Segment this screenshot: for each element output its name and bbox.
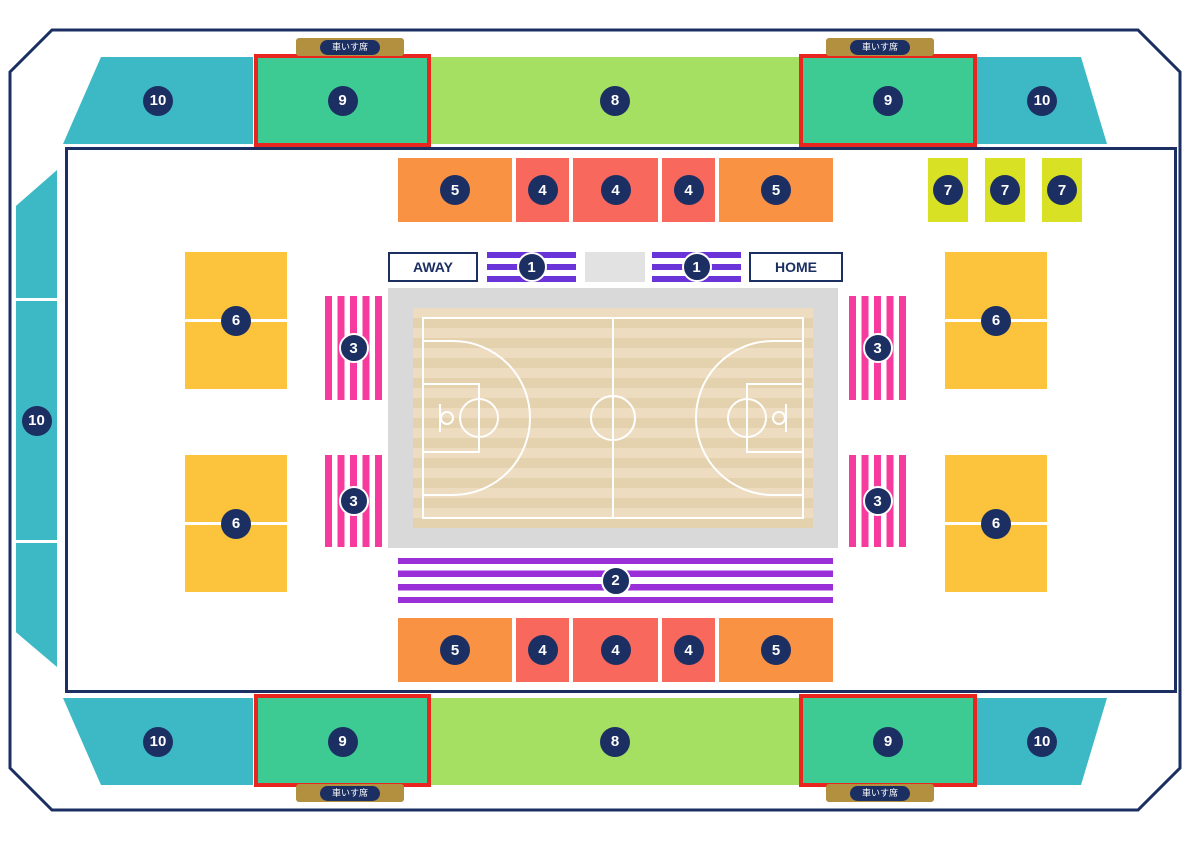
section-number-badge: 3	[862, 486, 893, 516]
section-6-left-lower[interactable]: 6	[185, 455, 287, 592]
section-3-right-lower[interactable]: 3	[849, 455, 906, 547]
section-number-badge: 10	[143, 85, 173, 116]
home-label-box: HOME	[749, 252, 843, 282]
section-number-badge: 10	[143, 726, 173, 757]
selected-section-highlight-top-right	[799, 54, 977, 147]
section-10-top-right[interactable]: 10	[977, 57, 1107, 144]
section-number-badge: 4	[527, 635, 558, 665]
section-10-left-middle[interactable]: 10	[16, 301, 57, 540]
section-9-bottom-right[interactable]: 9	[803, 698, 973, 785]
officials-table-block	[585, 252, 645, 282]
wheelchair-seat-label: 車いす席	[849, 39, 910, 55]
wheelchair-seat-badge-top-left[interactable]: 車いす席	[296, 38, 404, 56]
section-2[interactable]: 2	[398, 558, 833, 603]
section-9-top-left[interactable]: 9	[258, 57, 427, 144]
wheelchair-seat-label: 車いす席	[319, 785, 380, 801]
section-3-left-upper[interactable]: 3	[325, 296, 382, 400]
section-number-badge: 6	[221, 508, 251, 539]
section-number-badge: 4	[673, 175, 704, 205]
away-label-box: AWAY	[388, 252, 478, 282]
away-label: AWAY	[413, 259, 453, 275]
section-6-right-lower[interactable]: 6	[945, 455, 1047, 592]
selected-section-highlight-bottom-right	[799, 694, 977, 787]
section-number-badge: 5	[761, 175, 791, 205]
section-1-home-side[interactable]: 1	[652, 252, 741, 282]
wheelchair-seat-label: 車いす席	[849, 785, 910, 801]
section-number-badge: 8	[600, 85, 630, 116]
section-8-top[interactable]: 8	[431, 57, 799, 144]
section-number-badge: 9	[327, 85, 358, 116]
wheelchair-seat-badge-bottom-right[interactable]: 車いす席	[826, 784, 934, 802]
section-number-badge: 9	[327, 726, 358, 757]
section-4-lower-left[interactable]: 4	[516, 618, 569, 682]
section-number-badge: 9	[873, 85, 903, 116]
section-number-badge: 8	[600, 726, 630, 757]
section-number-badge: 3	[862, 333, 893, 363]
section-6-left-upper[interactable]: 6	[185, 252, 287, 389]
section-number-badge: 1	[681, 252, 712, 282]
section-number-badge: 3	[338, 486, 369, 516]
section-number-badge: 10	[1027, 726, 1057, 757]
section-7-block-2[interactable]: 7	[985, 158, 1025, 222]
wheelchair-seat-badge-top-right[interactable]: 車いす席	[826, 38, 934, 56]
section-5-lower-right[interactable]: 5	[719, 618, 833, 682]
section-number-badge: 7	[1047, 175, 1077, 205]
section-number-badge: 5	[440, 175, 470, 205]
section-number-badge: 10	[21, 405, 52, 436]
wheelchair-seat-badge-bottom-left[interactable]: 車いす席	[296, 784, 404, 802]
section-number-badge: 3	[338, 333, 369, 363]
section-4-upper-center[interactable]: 4	[573, 158, 658, 222]
section-number-badge: 6	[981, 305, 1011, 336]
section-number-badge: 4	[600, 635, 631, 665]
home-label: HOME	[775, 259, 817, 275]
basketball-court-lines	[422, 317, 804, 519]
section-number-badge: 1	[516, 252, 547, 282]
section-3-left-lower[interactable]: 3	[325, 455, 382, 547]
section-3-right-upper[interactable]: 3	[849, 296, 906, 400]
section-8-bottom[interactable]: 8	[431, 698, 799, 785]
section-4-upper-right[interactable]: 4	[662, 158, 715, 222]
wheelchair-seat-label: 車いす席	[319, 39, 380, 55]
selected-section-highlight-bottom-left	[254, 694, 431, 787]
section-number-badge: 6	[221, 305, 251, 336]
section-5-upper-left[interactable]: 5	[398, 158, 512, 222]
section-number-badge: 9	[873, 726, 903, 757]
section-number-badge: 7	[990, 175, 1020, 205]
section-4-lower-center[interactable]: 4	[573, 618, 658, 682]
section-number-badge: 4	[600, 175, 631, 205]
section-number-badge: 5	[761, 635, 791, 665]
section-number-badge: 4	[527, 175, 558, 205]
section-5-upper-right[interactable]: 5	[719, 158, 833, 222]
section-number-badge: 10	[1027, 85, 1057, 116]
section-5-lower-left[interactable]: 5	[398, 618, 512, 682]
section-10-bottom-right[interactable]: 10	[977, 698, 1107, 785]
section-number-badge: 5	[440, 635, 470, 665]
section-9-bottom-left[interactable]: 9	[258, 698, 427, 785]
selected-section-highlight-top-left	[254, 54, 431, 147]
section-7-block-3[interactable]: 7	[1042, 158, 1082, 222]
section-1-away-side[interactable]: 1	[487, 252, 576, 282]
section-number-badge: 4	[673, 635, 704, 665]
section-number-badge: 6	[981, 508, 1011, 539]
section-number-badge: 2	[600, 565, 631, 596]
basketball-court	[413, 308, 813, 528]
section-9-top-right[interactable]: 9	[803, 57, 973, 144]
section-4-lower-right[interactable]: 4	[662, 618, 715, 682]
section-6-right-upper[interactable]: 6	[945, 252, 1047, 389]
section-number-badge: 7	[933, 175, 963, 205]
section-4-upper-left[interactable]: 4	[516, 158, 569, 222]
section-7-block-1[interactable]: 7	[928, 158, 968, 222]
